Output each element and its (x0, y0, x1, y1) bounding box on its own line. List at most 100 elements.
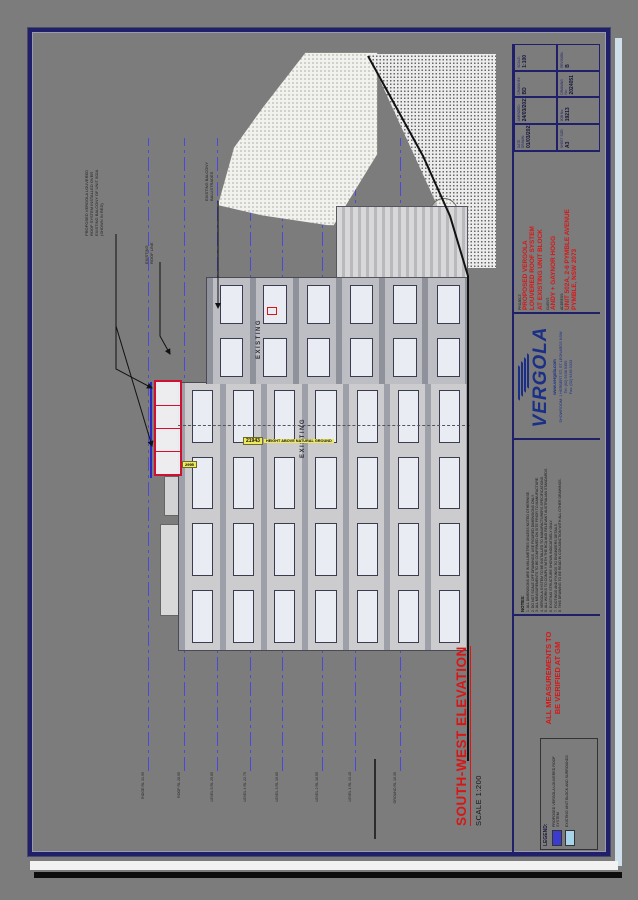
title-strip: LEGEND: PROPOSED VERGOLA LOUVERED ROOF S… (512, 44, 600, 856)
window (306, 338, 330, 377)
vergola-panel (156, 382, 180, 405)
balustrade-annotation: EXISTING BALCONY BALUSTRADES (204, 162, 214, 201)
notes-block: NOTES: 1. ALL DIMENSIONS ARE IN MILLIMET… (520, 442, 563, 612)
measurements-warning: ALL MEASUREMENTS TO BE VERIFIED AT GM (544, 631, 562, 725)
project-block: PROJECT: PROPOSED VERGOLA LOUVERED ROOF … (518, 156, 578, 310)
vergola-louvers-icon (518, 353, 530, 401)
level-label: RIDGE RL 31.95 (141, 772, 145, 799)
window (233, 456, 255, 510)
vergola-panel (156, 405, 180, 428)
legend-swatch-proposed (552, 830, 562, 846)
title-block-cell: AMENDED:24/03/2021 (514, 97, 557, 125)
window (274, 390, 296, 443)
window (192, 523, 214, 577)
window (356, 590, 378, 643)
vergola-annotation: PROPOSED VERGOLA LOUVERED ROOF SYSTEM IN… (84, 169, 104, 236)
window (438, 523, 460, 577)
window (436, 285, 460, 324)
view-title-group: SOUTH-WEST ELEVATION SCALE 1:200 (454, 646, 483, 826)
window (356, 523, 378, 577)
view-title: SOUTH-WEST ELEVATION (454, 646, 471, 826)
legend-entry: PROPOSED VERGOLA LOUVERED ROOF SYSTEM (552, 742, 562, 846)
window (274, 456, 296, 510)
legend-entry: EXISTING UNIT BLOCK AND SURROUNDS (565, 742, 575, 846)
window (233, 523, 255, 577)
existing-label-upper: EXISTING (256, 318, 262, 359)
window (438, 590, 460, 643)
existing-building-facade-right (206, 277, 468, 384)
window (315, 590, 337, 643)
height-dimension: 21943 HEIGHT ABOVE NATURAL GROUND (243, 437, 353, 445)
window (397, 590, 419, 643)
vergola-tagline: www.vergola.com (552, 359, 557, 395)
page-edge-bottom-white (30, 861, 618, 870)
vergola-panel (156, 451, 180, 474)
level-label: LEVEL 2 RL 16.55 (315, 772, 319, 802)
height-label: HEIGHT ABOVE NATURAL GROUND (263, 439, 334, 443)
window (233, 390, 255, 443)
title-block-cell: JOB No:19213 (557, 97, 600, 125)
page-edge-right (615, 38, 622, 866)
window (436, 338, 460, 377)
window (274, 590, 296, 643)
roof-annotation: EXISTING ROOF LINE (144, 242, 154, 264)
window (192, 390, 214, 443)
legend: LEGEND: PROPOSED VERGOLA LOUVERED ROOF S… (540, 738, 598, 850)
title-block-cell: SHEET SIZE:A3 (557, 124, 600, 151)
vergola-wordmark: VERGOLA (530, 326, 551, 428)
window (220, 285, 244, 324)
title-block-cell: SCALE:1:100 (514, 44, 557, 71)
window (263, 285, 287, 324)
title-block-grid: DATE DRAWN:01/03/2021 AMENDED:24/03/2021… (514, 44, 600, 152)
vergola-panel (156, 428, 180, 451)
level-label: LEVEL 3 RL 19.65 (275, 772, 279, 802)
vergola-height-dimension: 2995 (182, 461, 222, 468)
vergola-leader-2 (115, 325, 154, 447)
vergola-logo-block: VERGOLA www.vergola.com SHOWROOM: 1 HERB… (518, 318, 573, 436)
height-value: 21943 (243, 437, 263, 445)
window (397, 456, 419, 510)
height-dimension-line (178, 425, 470, 426)
level-label: ROOF RL 28.95 (177, 772, 181, 798)
sheet-border-frame (28, 28, 610, 856)
proposed-vergola-outline (154, 380, 182, 476)
title-block-cell: DATE DRAWN:01/03/2021 (514, 124, 557, 151)
window (397, 390, 419, 443)
window (438, 456, 460, 510)
window (274, 523, 296, 577)
title-block-cell: DRAWING No:2024051 (557, 70, 600, 98)
window (438, 390, 460, 443)
existing-building-facade-main (178, 382, 468, 651)
client-name: ANDY + GAYNOR HOGG (550, 235, 558, 310)
window (220, 338, 244, 377)
vergola-louver-edge (150, 382, 152, 478)
title-block-cell: DRAWN BY:BD (514, 70, 557, 98)
window (315, 456, 337, 510)
vergola-contact: SHOWROOM: 1 HERBERT ST, ST LEONARDS NSW … (559, 331, 573, 423)
strip-divider (514, 438, 600, 440)
title-block-cell: REVISION:B (557, 44, 600, 71)
level-label: LEVEL 1 RL 13.45 (348, 772, 352, 802)
level-label: LEVEL 4 RL 22.75 (243, 772, 247, 802)
landscape-canvas: RIDGE RL 31.95 ROOF RL 28.95 LEVEL 5 RL … (38, 44, 600, 856)
window (233, 590, 255, 643)
window (315, 390, 337, 443)
window (263, 338, 287, 377)
window (349, 338, 374, 377)
window (397, 523, 419, 577)
window (192, 590, 214, 643)
legend-title: LEGEND: (543, 823, 549, 847)
strip-divider (514, 312, 600, 314)
vegetation-hatch (218, 52, 378, 226)
page-edge-bottom-shadow (34, 872, 622, 878)
legend-swatch-existing (565, 830, 575, 846)
notes-heading: NOTES: (520, 595, 525, 612)
level-label: LEVEL 5 RL 25.85 (210, 772, 214, 802)
roof-leader (159, 262, 171, 355)
window (356, 390, 378, 443)
window (349, 285, 374, 324)
window (306, 285, 330, 324)
window (393, 338, 417, 377)
strip-divider (514, 614, 600, 616)
